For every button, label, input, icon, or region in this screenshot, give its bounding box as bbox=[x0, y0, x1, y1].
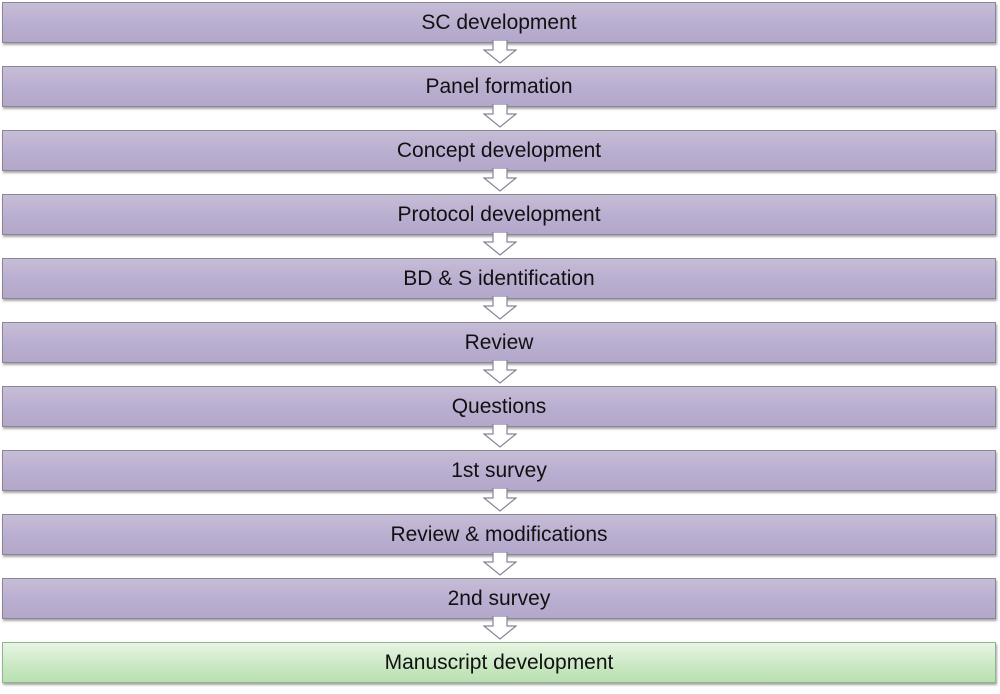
down-arrow-icon bbox=[483, 232, 517, 256]
down-arrow-icon bbox=[483, 168, 517, 192]
step-sc-development: SC development bbox=[2, 2, 996, 43]
step-manuscript-development: Manuscript development bbox=[2, 642, 996, 683]
down-arrow-icon bbox=[483, 40, 517, 64]
step-concept-development: Concept development bbox=[2, 130, 996, 171]
step-label: SC development bbox=[421, 10, 577, 34]
step-label: Concept development bbox=[396, 138, 602, 162]
step-panel-formation: Panel formation bbox=[2, 66, 996, 107]
step-2nd-survey: 2nd survey bbox=[2, 578, 996, 619]
down-arrow-shape bbox=[483, 232, 517, 256]
down-arrow-icon bbox=[483, 296, 517, 320]
step-label: Protocol development bbox=[397, 202, 601, 226]
down-arrow-shape bbox=[483, 296, 517, 320]
down-arrow-shape bbox=[483, 360, 517, 384]
step-bd-s-identification: BD & S identification bbox=[2, 258, 996, 299]
down-arrow-shape bbox=[483, 424, 517, 448]
down-arrow-shape bbox=[483, 616, 517, 640]
down-arrow-icon bbox=[483, 360, 517, 384]
step-label: Review bbox=[464, 330, 534, 354]
down-arrow-icon bbox=[483, 488, 517, 512]
step-label: Panel formation bbox=[425, 74, 573, 98]
down-arrow-icon bbox=[483, 424, 517, 448]
step-1st-survey: 1st survey bbox=[2, 450, 996, 491]
step-label: Manuscript development bbox=[384, 650, 614, 674]
down-arrow-shape bbox=[483, 40, 517, 64]
step-protocol-development: Protocol development bbox=[2, 194, 996, 235]
down-arrow-shape bbox=[483, 104, 517, 128]
down-arrow-icon bbox=[483, 104, 517, 128]
down-arrow-shape bbox=[483, 488, 517, 512]
step-label: 1st survey bbox=[451, 458, 547, 482]
step-review-modifications: Review & modifications bbox=[2, 514, 996, 555]
down-arrow-shape bbox=[483, 168, 517, 192]
step-label: 2nd survey bbox=[447, 586, 551, 610]
step-label: Questions bbox=[451, 394, 547, 418]
step-questions: Questions bbox=[2, 386, 996, 427]
step-label: BD & S identification bbox=[403, 266, 595, 290]
down-arrow-shape bbox=[483, 552, 517, 576]
down-arrow-icon bbox=[483, 616, 517, 640]
step-review: Review bbox=[2, 322, 996, 363]
step-label: Review & modifications bbox=[390, 522, 608, 546]
down-arrow-icon bbox=[483, 552, 517, 576]
